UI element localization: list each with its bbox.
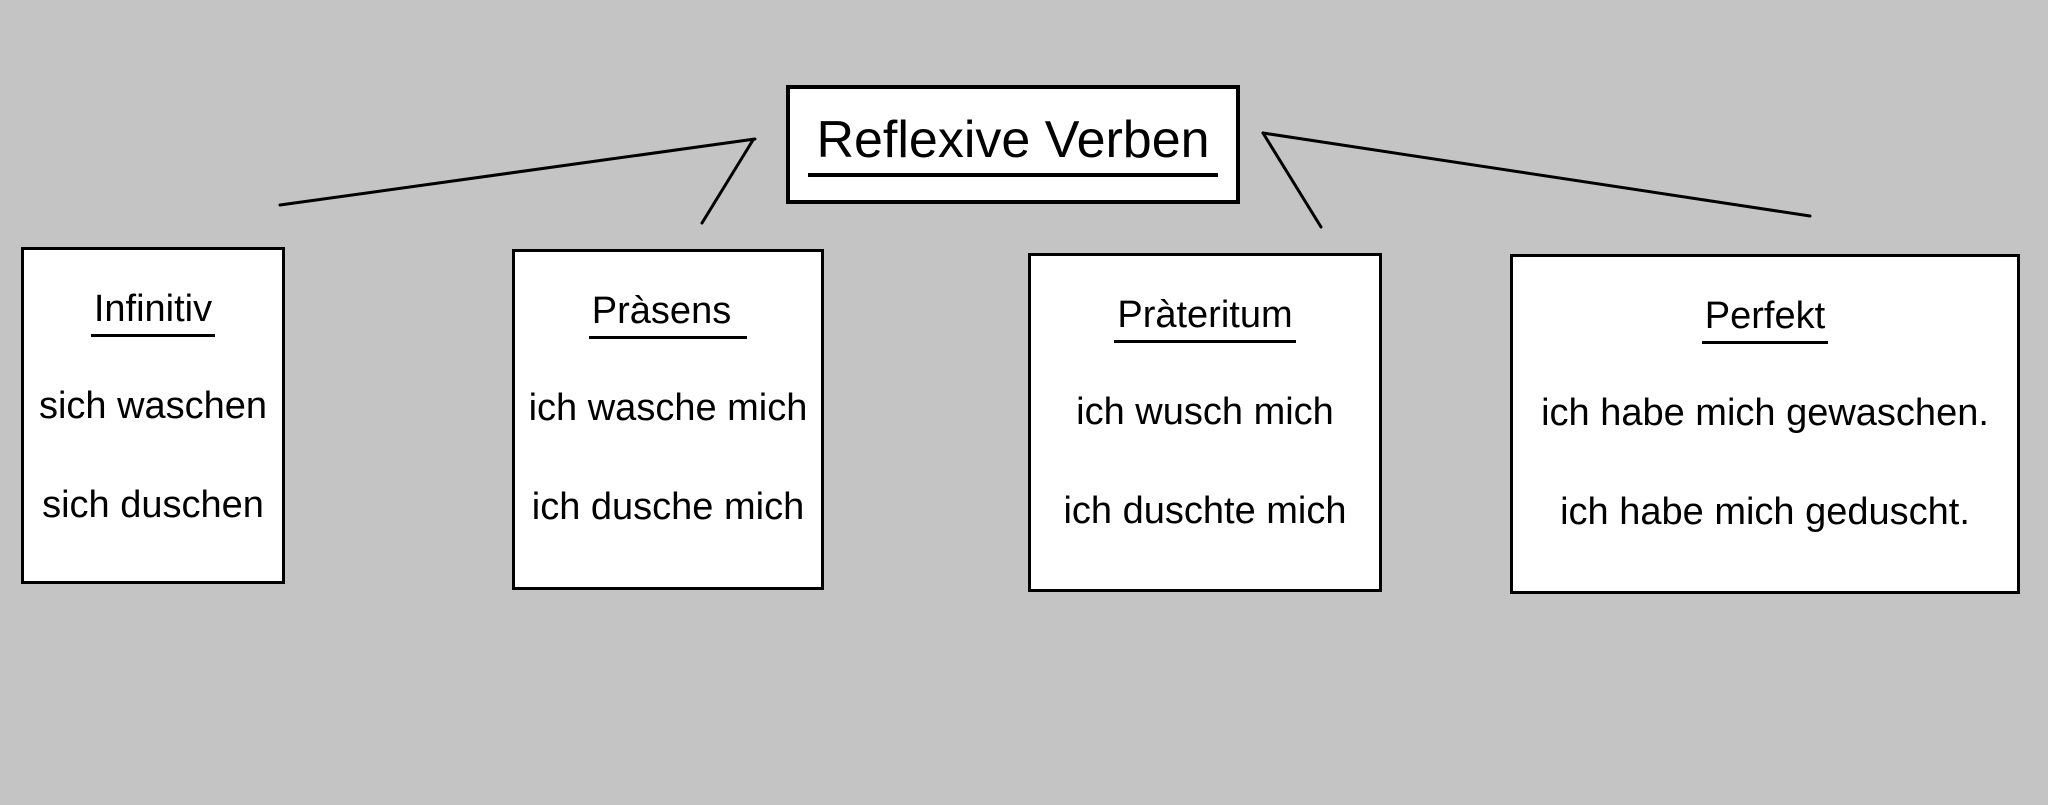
box-infinitiv-item-1: sich waschen — [38, 385, 268, 427]
box-praesens: Pràsens ich wasche mich ich dusche mich — [512, 249, 824, 590]
box-praesens-item-2: ich dusche mich — [531, 486, 805, 528]
box-praeteritum-item-2: ich duschte mich — [1063, 490, 1347, 532]
connector-title-to-infinitiv — [278, 137, 757, 207]
connector-title-to-perfekt — [1261, 131, 1812, 218]
box-perfekt-heading: Perfekt — [1513, 295, 2017, 344]
box-infinitiv-heading: Infinitiv — [24, 288, 282, 337]
box-infinitiv-item-2: sich duschen — [42, 484, 264, 526]
box-praesens-heading: Pràsens — [515, 290, 821, 339]
box-praeteritum-heading: Pràteritum — [1031, 294, 1379, 343]
connector-title-to-praeteritum — [1261, 131, 1323, 229]
box-perfekt-item-1: ich habe mich gewaschen. — [1541, 392, 1989, 434]
box-praeteritum: Pràteritum ich wusch mich ich duschte mi… — [1028, 253, 1382, 592]
title-box: Reflexive Verben — [786, 85, 1240, 204]
box-perfekt-item-2: ich habe mich geduscht. — [1560, 491, 1970, 533]
box-perfekt: Perfekt ich habe mich gewaschen. ich hab… — [1510, 254, 2020, 594]
connector-title-to-praesens — [700, 138, 755, 225]
box-praesens-item-1: ich wasche mich — [528, 387, 808, 429]
box-praeteritum-item-1: ich wusch mich — [1076, 391, 1334, 433]
box-infinitiv: Infinitiv sich waschen sich duschen — [21, 247, 285, 584]
diagram-title: Reflexive Verben — [808, 111, 1218, 178]
